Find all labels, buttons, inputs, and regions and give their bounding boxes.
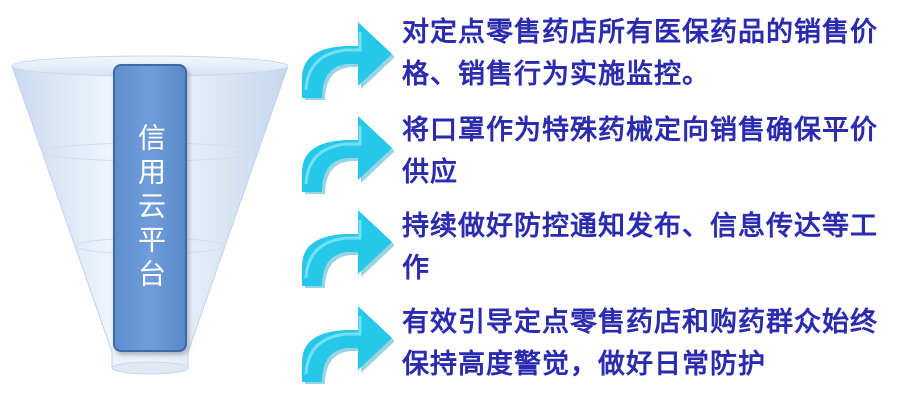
item-4-text: 有效引导定点零售药店和购药群众始终保持高度警觉，做好日常防护: [402, 307, 878, 380]
item-2-text: 将口罩作为特殊药械定向销售确保平价供应: [402, 115, 878, 188]
credit-cloud-platform-box: 信用云平台: [113, 64, 187, 352]
curved-arrow-icon: [302, 306, 394, 384]
item-3-text: 持续做好防控通知发布、信息传达等工作: [402, 211, 878, 284]
curved-arrow-icon: [302, 22, 394, 100]
item-1-text: 对定点零售药店所有医保药品的销售价格、销售行为实施监控。: [402, 17, 878, 90]
platform-label: 信用云平台: [134, 123, 167, 293]
curved-arrow-icon: [302, 210, 394, 288]
curved-arrow-icon: [302, 116, 394, 194]
